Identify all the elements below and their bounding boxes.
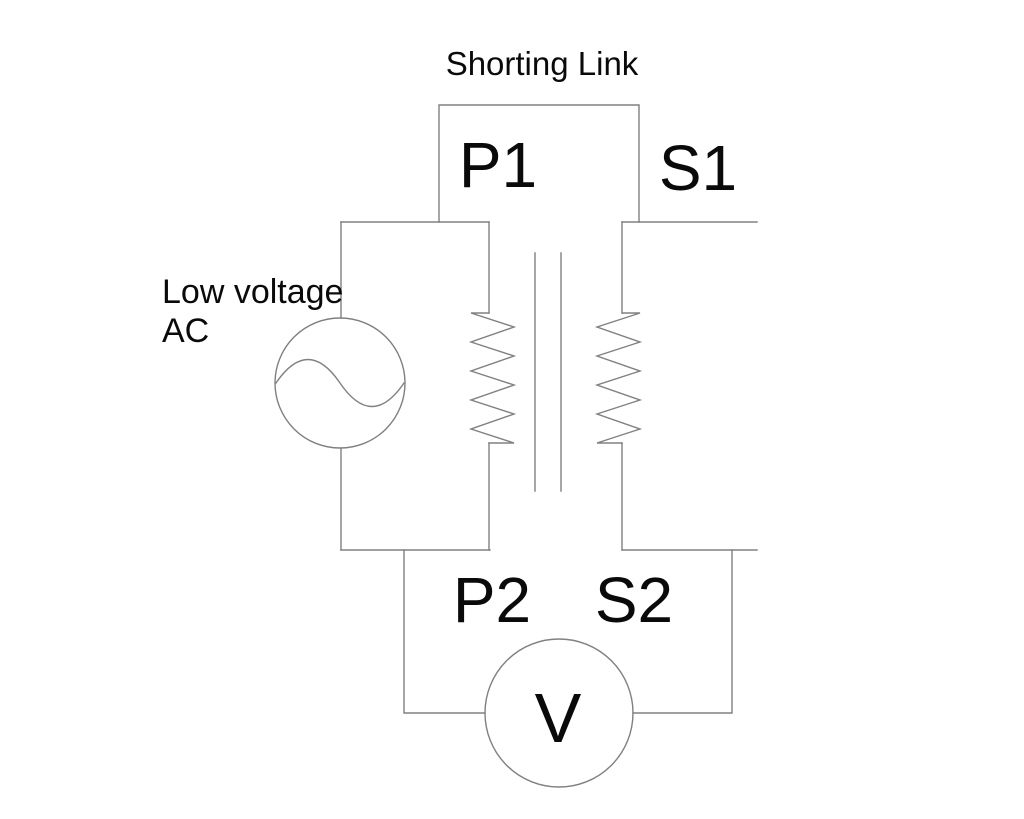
- primary-winding-icon: [468, 312, 517, 444]
- terminal-label-p1: P1: [459, 129, 537, 201]
- source-label-line1: Low voltage: [162, 273, 343, 311]
- label-layer: Shorting Link P1 S1 Low voltage AC P2 S2…: [162, 45, 737, 757]
- shorting-link-wire: [438, 104, 640, 223]
- voltmeter-label: V: [535, 679, 582, 757]
- terminal-label-s1: S1: [659, 132, 737, 204]
- terminal-label-p2: P2: [453, 564, 531, 636]
- voltmeter-left-lead-wire: [403, 549, 486, 714]
- terminal-label-s2: S2: [595, 564, 673, 636]
- wire-layer: [274, 104, 758, 788]
- voltmeter-icon: [484, 638, 634, 788]
- voltmeter-right-lead-wire: [632, 549, 733, 714]
- sine-wave-icon: [275, 358, 405, 408]
- source-label-line2: AC: [162, 312, 209, 350]
- shorting-link-label: Shorting Link: [446, 45, 639, 82]
- ac-source-icon: [274, 317, 406, 449]
- secondary-winding-icon: [594, 312, 643, 444]
